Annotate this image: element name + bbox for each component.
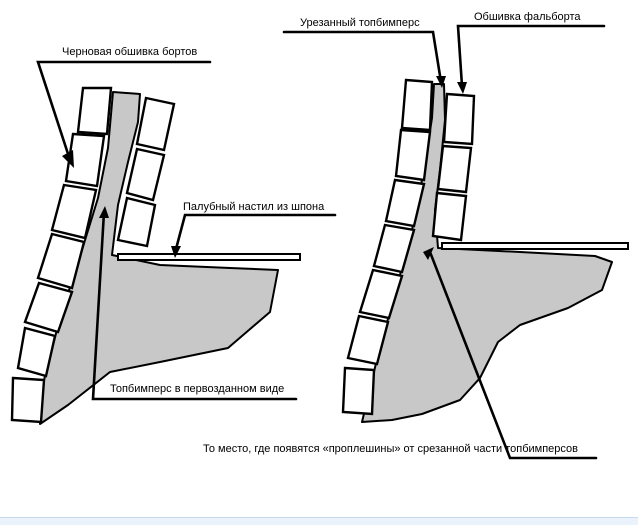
arrowhead-bald-spots	[423, 247, 434, 260]
window-bottom-edge	[0, 517, 638, 525]
arrowhead-rough-planking	[62, 150, 74, 168]
right-rough-planking	[341, 78, 434, 416]
leader-rough-planking	[36, 60, 212, 162]
label-cut-topbimpers: Урезанный топбимперс	[300, 17, 420, 29]
leader-lines	[36, 24, 606, 460]
arrowhead-deck-veneer	[171, 246, 181, 258]
right-section	[341, 78, 629, 423]
arrowhead-original-topbimpers	[99, 206, 109, 218]
leader-bald-spots	[428, 250, 598, 460]
leader-deck-veneer	[174, 213, 337, 251]
leader-bulwark-planking	[456, 24, 606, 88]
right-bulwark-planking	[431, 92, 476, 242]
label-bald-spots-note: То место, где появятся «проплешины» от с…	[203, 443, 578, 455]
right-deck-veneer	[441, 242, 629, 250]
leader-cut-topbimpers	[282, 30, 443, 84]
left-bulwark-planking	[116, 96, 176, 248]
leader-arrowheads	[62, 76, 467, 260]
label-rough-planking: Черновая обшивка бортов	[62, 46, 197, 58]
left-rough-planking	[10, 86, 113, 424]
label-bulwark-planking: Обшивка фальборта	[474, 11, 581, 23]
left-deck-veneer	[117, 253, 301, 261]
left-section	[10, 86, 301, 425]
arrowhead-bulwark-planking	[457, 82, 467, 94]
arrowhead-cut-topbimpers	[436, 76, 446, 88]
leader-original-topbimpers	[91, 210, 298, 401]
label-original-topbimpers: Топбимперс в первозданном виде	[110, 383, 284, 395]
label-deck-veneer: Палубный настил из шпона	[183, 201, 325, 213]
